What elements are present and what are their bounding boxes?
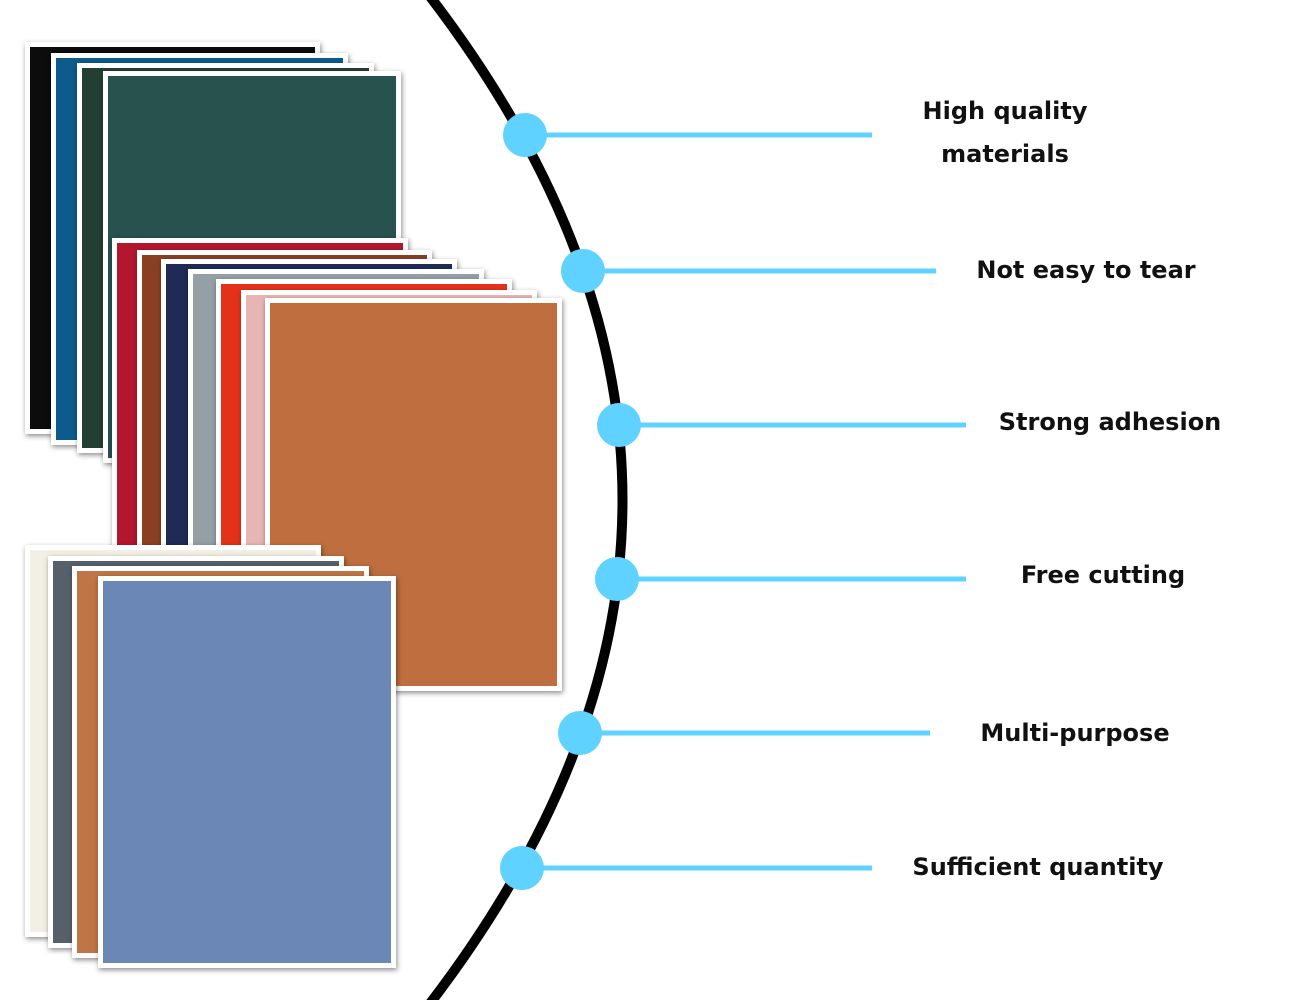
feature-label-line: materials — [941, 140, 1069, 168]
feature-label-line: Strong adhesion — [998, 408, 1222, 436]
feature-connector-2 — [561, 249, 936, 293]
feature-label-strong-adhesion: Strong adhesion — [995, 401, 1225, 444]
feature-label-line: Free cutting — [1020, 561, 1186, 589]
connector-dot — [597, 403, 641, 447]
feature-connector-4 — [595, 557, 966, 601]
sheet-terracotta — [265, 298, 562, 691]
feature-connector-5 — [558, 711, 930, 755]
feature-label-multi-purpose: Multi-purpose — [970, 712, 1180, 755]
feature-label-line: High quality — [922, 97, 1088, 125]
connector-dot — [595, 557, 639, 601]
feature-label-sufficient-quantity: Sufficient quantity — [910, 846, 1166, 889]
feature-label-line: Sufficient quantity — [912, 853, 1164, 881]
feature-label-line: Not easy to tear — [976, 256, 1196, 284]
feature-label-line: Multi-purpose — [980, 719, 1170, 747]
feature-connector-1 — [503, 113, 872, 157]
feature-label-free-cutting: Free cutting — [1013, 554, 1193, 597]
connector-dot — [561, 249, 605, 293]
connector-dot — [500, 846, 544, 890]
feature-label-not-easy-to-tear: Not easy to tear — [966, 249, 1206, 292]
feature-connector-3 — [597, 403, 966, 447]
sheet-steel-blue — [98, 576, 396, 968]
connector-dot — [558, 711, 602, 755]
connector-dot — [503, 113, 547, 157]
feature-label-high-quality-materials: High quality materials — [905, 90, 1105, 176]
feature-connector-6 — [500, 846, 872, 890]
